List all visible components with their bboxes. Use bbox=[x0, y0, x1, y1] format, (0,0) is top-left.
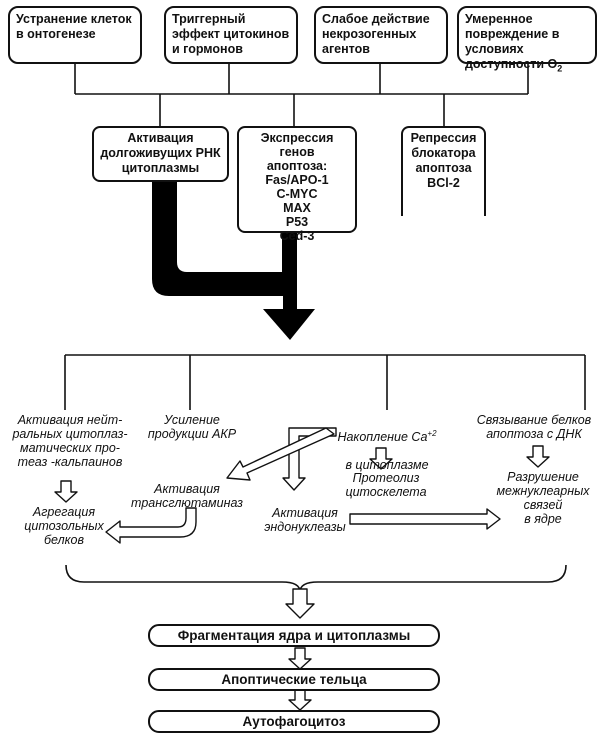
top-box-oxygen-label: Умеренное повреждение в условиях доступн… bbox=[465, 12, 560, 71]
top-box-cytokines: Триггерный эффект цитокинов и гормонов bbox=[164, 6, 298, 64]
ca-superscript: +2 bbox=[427, 429, 437, 438]
oxygen-subscript: 2 bbox=[557, 63, 563, 74]
mid-box-rna: Активация долгоживущих РНК цитоплазмы bbox=[92, 126, 229, 182]
top-box-necrogenic-label: Слабое действие некрозогенных агентов bbox=[322, 12, 430, 56]
top-box-necrogenic: Слабое действие некрозогенных агентов bbox=[314, 6, 448, 64]
label-dna-binding: Связывание белков апоптоза с ДНК bbox=[476, 413, 592, 441]
top-box-ontogenesis: Устранение клеток в онтогенезе bbox=[8, 6, 142, 64]
top-box-oxygen: Умеренное повреждение в условиях доступн… bbox=[457, 6, 597, 74]
label-aggregation: Агрегация цитозольных белков bbox=[24, 505, 104, 547]
label-proteolysis: Протеолиз цитоскелета bbox=[345, 471, 427, 499]
step-fragmentation: Фрагментация ядра и цитоплазмы bbox=[148, 624, 440, 647]
mid-box-genes: Экспрессия генов апоптоза: Fas/APO-1 C-M… bbox=[237, 126, 357, 243]
label-calpain-activation: Активация нейт- ральных цитоплаз- матиче… bbox=[12, 413, 128, 469]
top-box-cytokines-label: Триггерный эффект цитокинов и гормонов bbox=[172, 12, 290, 56]
label-internucleosomal: Разрушение межнуклеарных связей в ядре bbox=[496, 470, 590, 526]
mid-box-bcl2: Репрессия блокатора апоптоза BCl-2 bbox=[401, 126, 486, 216]
step-autophagocytosis: Аутофагоцитоз bbox=[148, 710, 440, 733]
step-apoptotic-bodies: Апоптические тельца bbox=[148, 668, 440, 691]
label-ca-accumulation: Накопление Ca+2 в цитоплазме bbox=[332, 413, 442, 472]
label-akr-increase: Усиление продукции АКР bbox=[147, 413, 237, 441]
label-endonuclease: Активация эндонуклеазы bbox=[264, 506, 346, 534]
top-box-ontogenesis-label: Устранение клеток в онтогенезе bbox=[16, 12, 132, 41]
ca-text: Накопление Ca bbox=[337, 430, 428, 445]
label-transglutaminase: Активация трансглютаминаз bbox=[131, 482, 243, 510]
ca-cytoplasm-text: в цитоплазме bbox=[345, 458, 429, 473]
